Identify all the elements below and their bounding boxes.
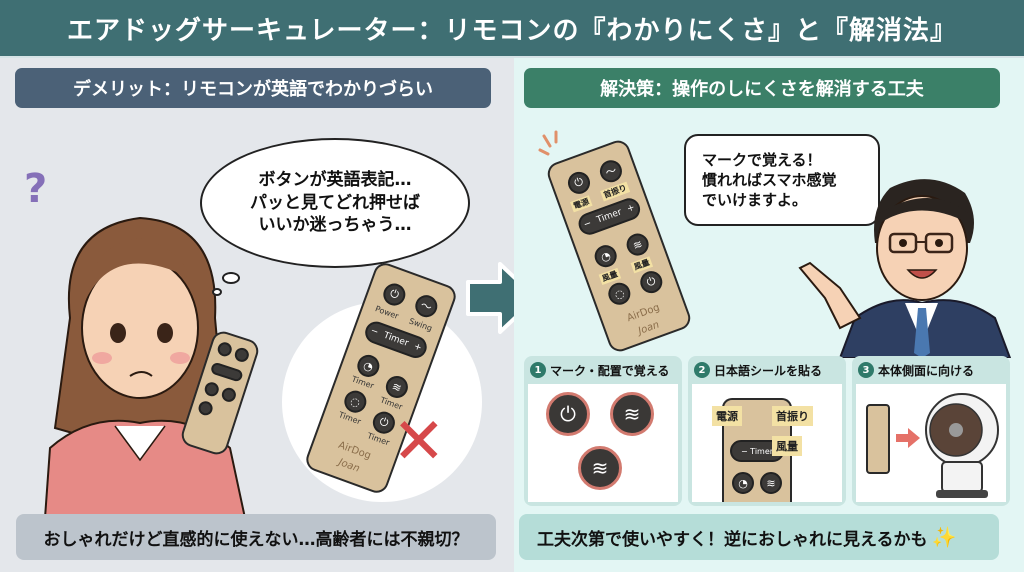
speech-line: マークで覚える！ — [702, 150, 822, 169]
arrow-right-icon — [896, 428, 920, 448]
button-icon — [196, 399, 215, 418]
button-icon — [215, 340, 234, 359]
step-number-badge: 1 — [530, 362, 546, 378]
timer-label: Timer — [382, 330, 410, 349]
emphasis-lines-icon — [538, 130, 558, 156]
plus-icon: + — [625, 202, 637, 215]
speech-line: 慣れればスマホ感覚 — [702, 170, 837, 189]
step-label: マーク・配置で覚える — [550, 363, 670, 378]
power-sticker: 電源 — [712, 406, 742, 426]
page-title: エアドッグサーキュレーター：リモコンの『わかりにくさ』と『解消法』 — [0, 0, 1024, 58]
step-body: − Timer ◔ ≋ 電源 首振り 風量 — [692, 384, 842, 502]
swing-icon: 〜 — [412, 292, 441, 321]
solution-heading: 解決策：操作のしにくさを解消する工夫 — [524, 68, 1000, 108]
speech-bubble: マークで覚える！ 慣れればスマホ感覚 でいけますよ。 — [684, 134, 880, 226]
power-icon: ⏻ — [637, 268, 666, 297]
swing-label: Swing — [407, 316, 434, 334]
demerit-panel: デメリット：リモコンが英語でわかりづらい ? ボタンが英語表記… パッと見てどれ… — [0, 58, 514, 572]
wind-icon: ≋ — [610, 392, 654, 436]
button-icon — [233, 346, 251, 364]
step-card-2: 2 日本語シールを貼る − Timer ◔ ≋ 電源 首振り 風量 — [688, 356, 846, 506]
thought-line: ボタンが英語表記… — [258, 169, 412, 190]
step-number-badge: 3 — [858, 362, 874, 378]
thought-dot — [212, 288, 222, 296]
step-number-badge: 2 — [694, 362, 710, 378]
thought-dot — [222, 272, 240, 284]
solution-footer: 工夫次第で使いやすく！逆におしゃれに見えるかも ✨ — [519, 514, 999, 560]
mini-remote — [866, 404, 890, 474]
thought-bubble: ボタンが英語表記… パッと見てどれ押せば いいか迷っちゃう… — [200, 138, 470, 268]
step-title: 3 本体側面に向ける — [852, 356, 1010, 384]
step-title: 1 マーク・配置で覚える — [524, 356, 682, 384]
power-label: Power — [373, 304, 400, 321]
timer-label: Timer — [366, 431, 391, 448]
pointing-man-illustration — [798, 179, 1012, 358]
thought-line: いいか迷っちゃう… — [258, 215, 412, 236]
wind-icon: ≋ — [623, 230, 652, 259]
sleep-icon: ◌ — [605, 279, 634, 308]
step-body — [856, 384, 1006, 502]
timer-label: Timer — [595, 207, 624, 226]
step-title: 2 日本語シールを貼る — [688, 356, 846, 384]
demerit-heading: デメリット：リモコンが英語でわかりづらい — [15, 68, 491, 108]
button-icon — [220, 386, 238, 404]
minus-icon: − — [582, 218, 593, 231]
timer-icon: ◔ — [732, 472, 754, 494]
step-card-1: 1 マーク・配置で覚える ⏻ ≋ ≋ — [524, 356, 682, 506]
minus-icon: − — [369, 325, 380, 338]
button-icon — [202, 380, 221, 399]
speech-line: でいけますよ。 — [702, 191, 808, 210]
step-card-3: 3 本体側面に向ける — [852, 356, 1010, 506]
power-tag: 電源 — [570, 195, 593, 213]
bar-icon — [209, 361, 244, 383]
swing-icon: 〜 — [596, 157, 626, 186]
timer-label: Timer — [337, 410, 363, 427]
step-label: 本体側面に向ける — [878, 363, 975, 378]
power-icon: ⏻ — [546, 392, 590, 436]
step-label: 日本語シールを貼る — [714, 363, 823, 378]
power-icon: ⏻ — [380, 280, 409, 309]
step-body: ⏻ ≋ ≋ — [528, 384, 678, 502]
x-mark-icon: ✕ — [392, 405, 446, 479]
sparkle-icon: ✨ — [931, 525, 957, 549]
question-mark-icon: ? — [24, 166, 48, 212]
wind-icon: ≋ — [578, 446, 622, 490]
solution-panel: 解決策：操作のしにくさを解消する工夫 ⏻ 電源 〜 首振り − Timer + … — [514, 58, 1024, 572]
timer-label: Timer — [350, 374, 376, 391]
labeled-remote: ⏻ 電源 〜 首振り − Timer + ◔ ≋ 風量 風量 ◌ ⏻ AirDo… — [544, 137, 694, 355]
demerit-footer: おしゃれだけど直感的に使えない…高齢者には不親切？ — [16, 514, 496, 560]
power-icon: ⏻ — [564, 168, 594, 197]
swing-sticker: 首振り — [772, 406, 813, 426]
wind-icon: ≋ — [760, 472, 782, 494]
circulator-fan-icon — [925, 393, 999, 498]
plus-icon: + — [412, 341, 423, 354]
footer-text: 工夫次第で使いやすく！逆におしゃれに見えるかも — [537, 529, 928, 550]
thought-line: パッと見てどれ押せば — [250, 192, 420, 213]
timer-icon: ◔ — [591, 242, 620, 271]
fan-speed-sticker: 風量 — [772, 436, 802, 456]
